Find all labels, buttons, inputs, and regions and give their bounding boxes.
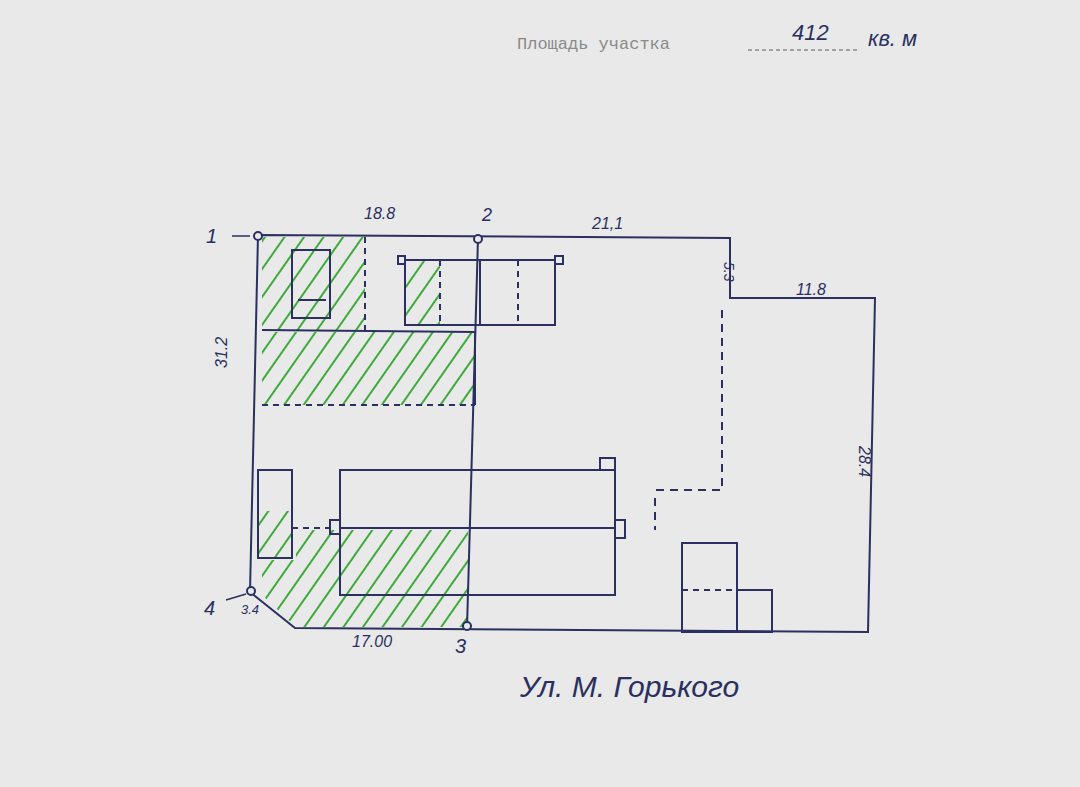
area-value: 412 — [792, 22, 829, 44]
printed-caption: Площадь участка — [517, 36, 670, 53]
point-number: 2 — [482, 206, 492, 224]
dimension: 3.4 — [241, 603, 259, 616]
dimension: 17.00 — [352, 634, 392, 650]
fill-line — [748, 49, 860, 51]
point-leaders — [226, 236, 250, 600]
street-name: Ул. М. Горького — [520, 672, 739, 702]
dimension: 11.8 — [796, 282, 826, 298]
hatched-areas — [259, 237, 475, 627]
point-number: 4 — [204, 598, 215, 618]
dimension: 21,1 — [592, 216, 623, 232]
dimension: 18.8 — [364, 206, 395, 222]
area-unit: кв. м — [868, 28, 917, 50]
dimension: 28.4 — [856, 446, 872, 477]
plot-boundary — [250, 235, 875, 632]
survey-points — [247, 232, 482, 630]
point-number: 1 — [206, 226, 217, 246]
dimension: 5.3 — [722, 262, 736, 281]
buildings — [258, 237, 772, 632]
dimension: 31.2 — [214, 337, 230, 368]
point-number: 3 — [455, 636, 466, 656]
